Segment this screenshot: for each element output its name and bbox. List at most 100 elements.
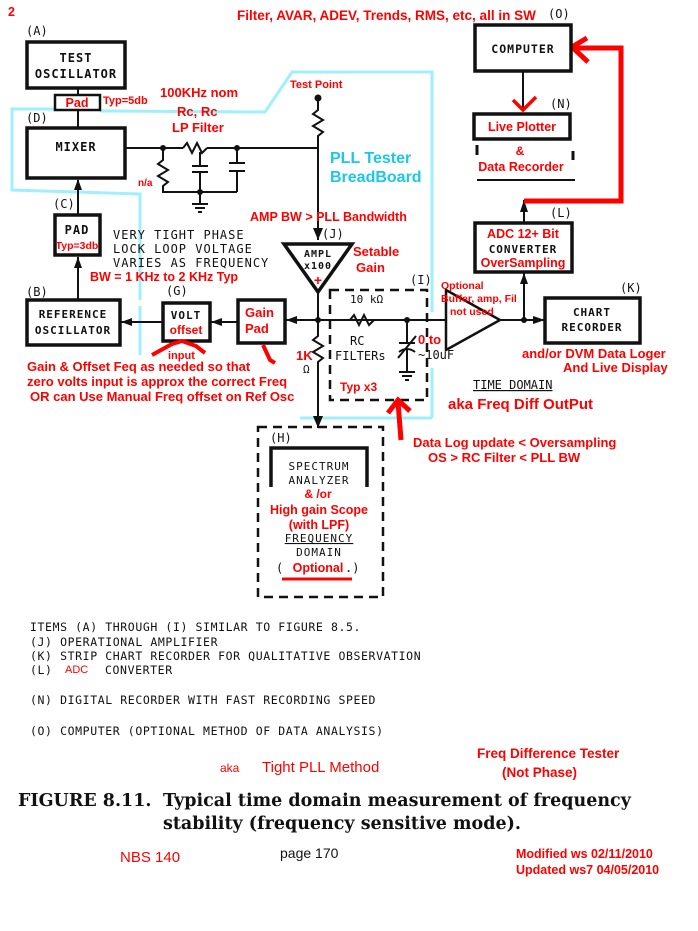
svg-text:SPECTRUM: SPECTRUM bbox=[289, 460, 350, 473]
svg-text:0 to: 0 to bbox=[418, 332, 441, 347]
svg-text:TEST: TEST bbox=[60, 51, 93, 65]
gain-note-1: Gain & Offset Feq as needed so that bbox=[27, 359, 251, 374]
rc-filter-label: (I) bbox=[410, 273, 432, 287]
list-item: (K) STRIP CHART RECORDER FOR QUALITATIVE… bbox=[30, 649, 421, 663]
setable-note-1: Setable bbox=[353, 244, 399, 259]
page-number: 2 bbox=[8, 5, 15, 19]
tester-label-2: (Not Phase) bbox=[502, 765, 577, 780]
adc-converter-block: ADC 12+ Bit CONVERTER OverSampling bbox=[473, 221, 574, 274]
computer-label: (O) bbox=[548, 7, 570, 21]
caption-line-1: Typical time domain measurement of frequ… bbox=[163, 791, 632, 811]
top-note: Filter, AVAR, ADEV, Trends, RMS, etc, al… bbox=[237, 8, 536, 23]
pad-c-block: PAD Typ=3db bbox=[53, 213, 102, 257]
svg-text:Data Recorder: Data Recorder bbox=[478, 160, 564, 174]
svg-text:(with LPF): (with LPF) bbox=[289, 518, 349, 532]
list-item: (O) COMPUTER (OPTIONAL METHOD OF DATA AN… bbox=[30, 724, 384, 738]
tester-label-1: Freq Difference Tester bbox=[477, 746, 620, 761]
setable-note-2: Gain bbox=[356, 260, 385, 275]
live-plotter-block: Live Plotter & Data Recorder bbox=[472, 112, 575, 181]
svg-text:High gain Scope: High gain Scope bbox=[270, 503, 368, 517]
data-log-arrow bbox=[386, 396, 412, 441]
chart-recorder-label: (K) bbox=[620, 281, 642, 295]
svg-text:PAD: PAD bbox=[65, 223, 90, 237]
svg-text:OverSampling: OverSampling bbox=[481, 256, 566, 270]
svg-text:OSCILLATOR: OSCILLATOR bbox=[35, 67, 117, 81]
svg-text:REFERENCE: REFERENCE bbox=[39, 308, 108, 321]
method-label: Tight PLL Method bbox=[262, 759, 379, 776]
footer-page: page 170 bbox=[280, 845, 339, 861]
one-k-label: 1K bbox=[296, 348, 313, 363]
one-k-resistor bbox=[311, 320, 325, 428]
svg-text:Typ=3db: Typ=3db bbox=[56, 240, 99, 252]
svg-text:AMPL: AMPL bbox=[304, 249, 332, 260]
optional-note-3: not used bbox=[450, 306, 494, 318]
pll-text-3: VARIES AS FREQUENCY bbox=[113, 256, 269, 270]
svg-text:~10uF: ~10uF bbox=[418, 348, 454, 362]
svg-text:FILTERs: FILTERs bbox=[335, 349, 386, 363]
list-item: CONVERTER bbox=[105, 663, 173, 677]
items-legend: ITEMS (A) THROUGH (I) SIMILAR TO FIGURE … bbox=[30, 620, 421, 738]
list-item: (N) DIGITAL RECORDER WITH FAST RECORDING… bbox=[30, 693, 376, 707]
ref-osc-label: (B) bbox=[26, 285, 48, 299]
svg-text:CONVERTER: CONVERTER bbox=[489, 243, 558, 256]
data-log-note-1: Data Log update < Oversampling bbox=[413, 435, 616, 450]
adc-label: (L) bbox=[550, 206, 572, 220]
pll-text-2: LOCK LOOP VOLTAGE bbox=[113, 242, 253, 256]
test-oscillator-block: (A) TEST OSCILLATOR bbox=[25, 24, 127, 90]
bw-note: BW = 1 KHz to 2 KHz Typ bbox=[90, 270, 238, 284]
svg-text:ADC 12+ Bit: ADC 12+ Bit bbox=[487, 227, 560, 241]
svg-text:+: + bbox=[314, 272, 322, 288]
spectrum-analyzer-block: (H) SPECTRUM ANALYZER & /or High gain Sc… bbox=[256, 425, 385, 599]
breadboard-label-2: BreadBoard bbox=[330, 169, 422, 186]
footer-updated: Updated ws7 04/05/2010 bbox=[516, 863, 659, 877]
svg-text:x100: x100 bbox=[304, 261, 332, 272]
gain-pad-block: Gain Pad bbox=[236, 298, 287, 345]
pad-top: Pad Typ=5db bbox=[53, 93, 148, 112]
svg-text:Optional: Optional bbox=[293, 561, 344, 575]
freq-diff-note: aka Freq Diff OutPut bbox=[448, 396, 593, 413]
svg-text:(A): (A) bbox=[26, 24, 48, 38]
breadboard-label-1: PLL Tester bbox=[330, 150, 411, 167]
svg-text:&: & bbox=[516, 144, 525, 158]
lp-filter bbox=[125, 140, 318, 213]
svg-text:(: ( bbox=[276, 561, 283, 575]
data-log-note-2: OS > RC Filter < PLL BW bbox=[428, 450, 581, 465]
svg-text:10 kΩ: 10 kΩ bbox=[350, 293, 383, 306]
svg-text:RC: RC bbox=[350, 334, 364, 348]
volt-offset-block: VOLT offset bbox=[161, 301, 212, 343]
optional-note-2: Buffer, amp, Fil bbox=[441, 293, 517, 305]
amp-label: (J) bbox=[322, 227, 344, 241]
svg-text:COMPUTER: COMPUTER bbox=[491, 42, 554, 56]
svg-text:VOLT: VOLT bbox=[171, 309, 202, 322]
svg-text:Typ x3: Typ x3 bbox=[340, 380, 377, 394]
svg-text:ANALYZER: ANALYZER bbox=[289, 474, 350, 487]
mixer-label: (D) bbox=[26, 111, 48, 125]
dvm-note-1: and/or DVM Data Loger bbox=[522, 346, 666, 361]
dvm-note-2: And Live Display bbox=[563, 360, 669, 375]
pad-c-label: (C) bbox=[53, 197, 75, 211]
list-item: ITEMS (A) THROUGH (I) SIMILAR TO FIGURE … bbox=[30, 620, 361, 634]
lp-filter-note: LP Filter bbox=[172, 120, 224, 135]
aka-label: aka bbox=[220, 761, 240, 775]
svg-text:OSCILLATOR: OSCILLATOR bbox=[35, 324, 111, 337]
amplifier: AMPL x100 + bbox=[280, 242, 356, 320]
caption-line-2: stability (frequency sensitive mode). bbox=[163, 814, 521, 834]
svg-text:CHART: CHART bbox=[573, 306, 611, 319]
chart-recorder-block: CHART RECORDER bbox=[543, 296, 642, 345]
svg-text:Pad: Pad bbox=[66, 96, 89, 110]
svg-text:Gain: Gain bbox=[245, 305, 274, 320]
svg-text:Typ=5db: Typ=5db bbox=[103, 95, 148, 107]
svg-text:(H): (H) bbox=[270, 431, 292, 445]
input-note: input bbox=[168, 350, 195, 362]
computer-block: COMPUTER bbox=[473, 23, 573, 73]
time-domain-label: TIME DOMAIN bbox=[473, 378, 552, 392]
svg-text:RECORDER: RECORDER bbox=[562, 321, 623, 334]
rc-note: Rc, Rc bbox=[177, 104, 217, 119]
volt-offset-label: (G) bbox=[166, 284, 188, 298]
svg-text:DOMAIN: DOMAIN bbox=[296, 546, 342, 559]
gain-note-3: OR can Use Manual Freq offset on Ref Osc bbox=[30, 389, 294, 404]
list-item: (L) bbox=[30, 663, 53, 677]
ohm-label: Ω bbox=[303, 363, 310, 376]
freq-nom-note: 100KHz nom bbox=[160, 85, 238, 100]
